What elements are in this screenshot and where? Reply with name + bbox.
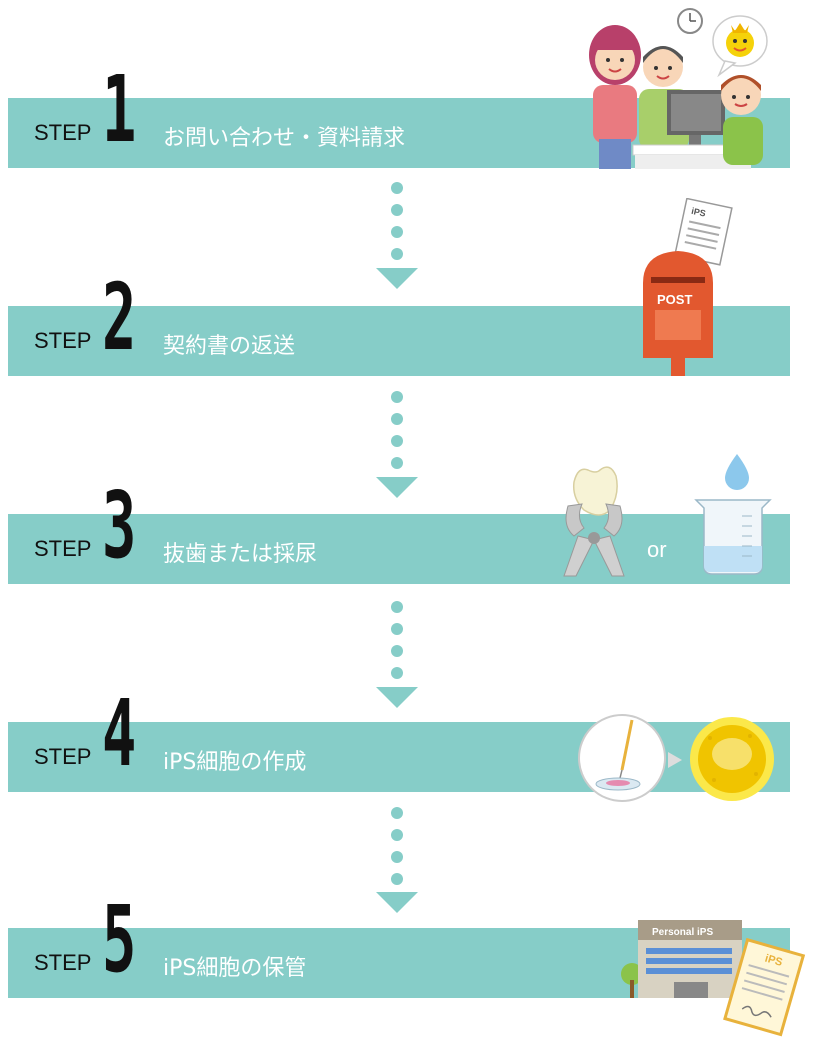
dot: [391, 601, 403, 613]
down-arrow-icon: [376, 687, 418, 708]
step-label: STEP: [34, 120, 92, 145]
dot: [391, 391, 403, 403]
dot: [391, 623, 403, 635]
step-title: 抜歯または採尿: [163, 542, 318, 567]
step-title: 契約書の返送: [163, 334, 296, 359]
step-number: 2: [102, 264, 137, 371]
dot: [391, 873, 403, 885]
down-arrow-icon: [376, 892, 418, 913]
dot: [391, 807, 403, 819]
tooth-forceps-illustration: [563, 466, 625, 577]
dot: [391, 829, 403, 841]
dot: [391, 667, 403, 679]
dot: [391, 435, 403, 447]
dot: [391, 851, 403, 863]
step-3-band: STEP 3 抜歯または採尿: [8, 480, 790, 584]
document-label: iPS: [690, 206, 706, 219]
step-label: STEP: [34, 950, 92, 975]
step-title: お問い合わせ・資料請求: [163, 126, 406, 151]
dot: [391, 645, 403, 657]
step-number: 3: [102, 472, 137, 579]
urine-beaker-illustration: [694, 454, 772, 575]
step-number: 5: [102, 886, 137, 993]
or-label: or: [647, 537, 667, 562]
step-label: STEP: [34, 744, 92, 769]
step-label: STEP: [34, 536, 92, 561]
dot: [391, 413, 403, 425]
post-label: POST: [657, 292, 692, 307]
step-number: 1: [102, 56, 137, 163]
step-title: iPS細胞の保管: [163, 956, 307, 981]
certificate-label: iPS: [763, 953, 783, 969]
dot: [391, 248, 403, 260]
building-sign: Personal iPS: [652, 927, 713, 938]
dot: [391, 182, 403, 194]
down-arrow-icon: [376, 268, 418, 289]
down-arrow-icon: [376, 477, 418, 498]
step-title: iPS細胞の作成: [163, 750, 307, 775]
cell-culture-illustration: [578, 714, 774, 802]
step-label: STEP: [34, 328, 92, 353]
storage-facility-illustration: Personal iPS iPS: [621, 920, 806, 1037]
dot: [391, 204, 403, 216]
step-number: 4: [102, 680, 137, 787]
family-computer-illustration: [589, 8, 768, 169]
dot: [391, 457, 403, 469]
dot: [391, 226, 403, 238]
postbox-illustration: iPS POST: [643, 198, 733, 376]
